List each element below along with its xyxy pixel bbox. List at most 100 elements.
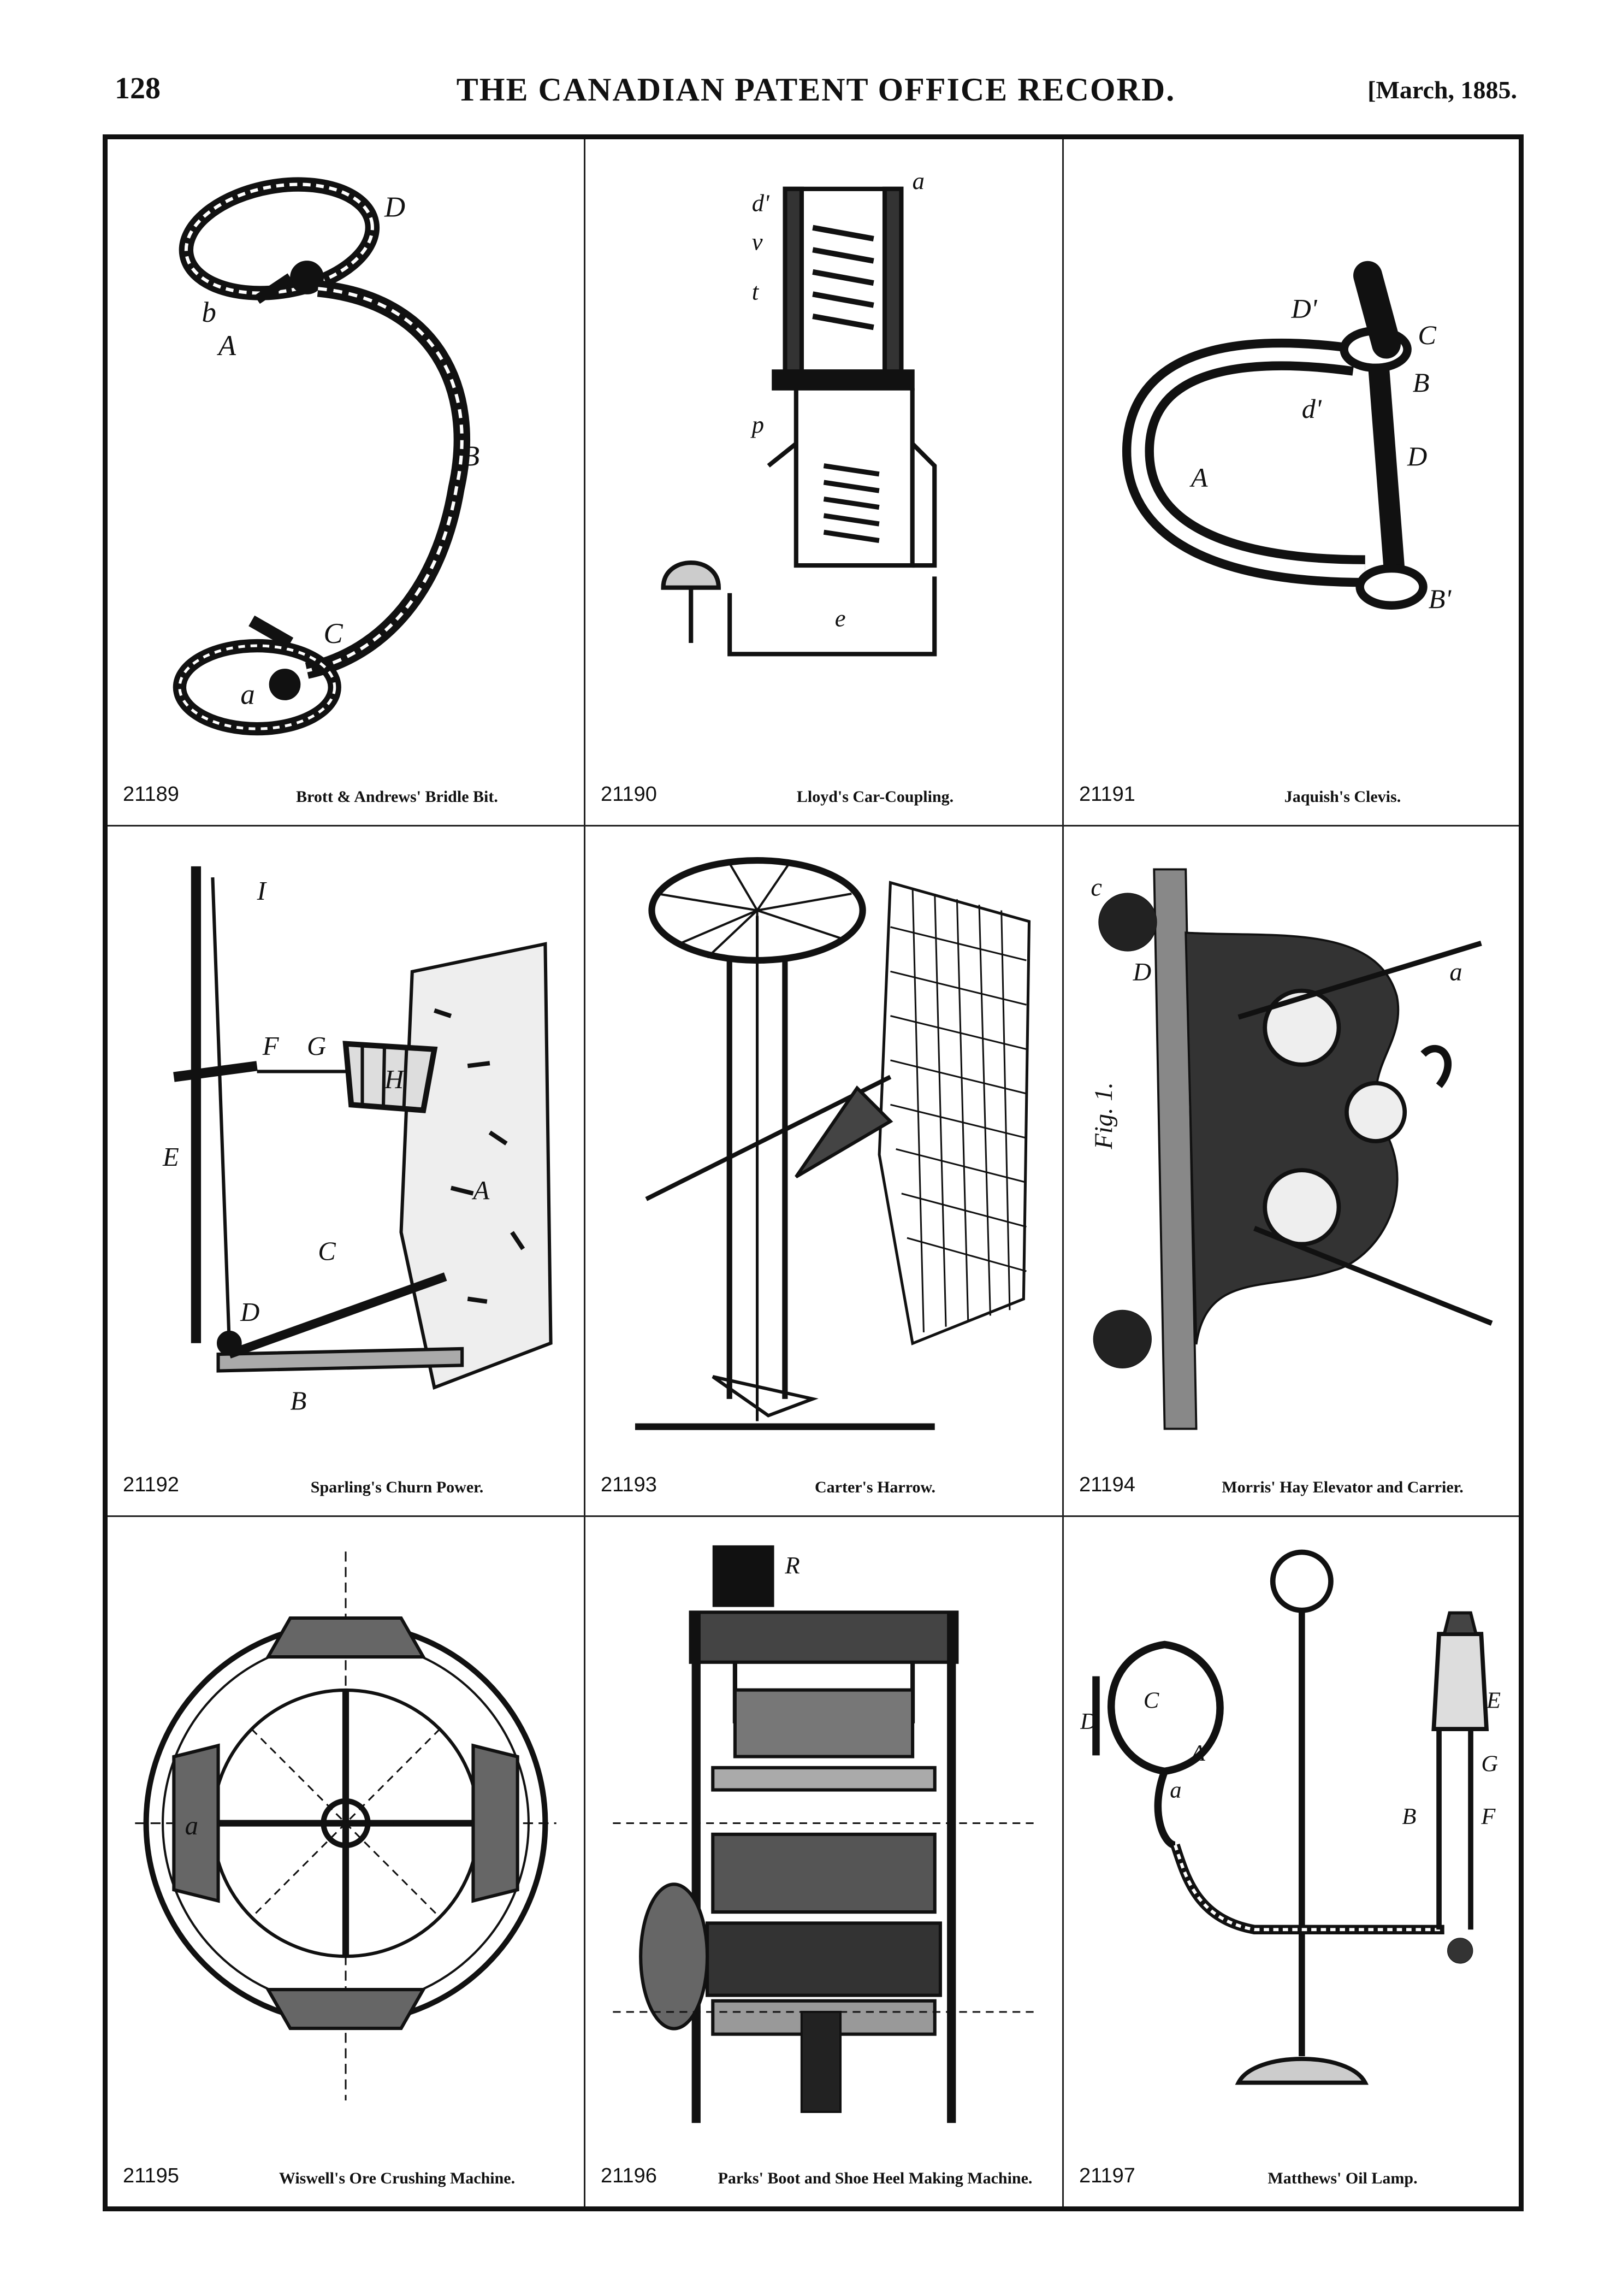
hay-elevator-illustration: Fig. 1. c D a bbox=[1080, 843, 1502, 1455]
figure-label: B bbox=[1402, 1804, 1416, 1829]
figure-label: p bbox=[750, 411, 764, 438]
patent-caption: 21196 Parks' Boot and Shoe Heel Making M… bbox=[601, 2159, 1051, 2188]
patent-caption: 21190 Lloyd's Car-Coupling. bbox=[601, 778, 1051, 806]
figure-label: D bbox=[1080, 1709, 1097, 1734]
figure-label: a bbox=[1170, 1778, 1181, 1803]
figure-label: a bbox=[185, 1811, 198, 1840]
figure-label: F bbox=[262, 1031, 280, 1061]
patent-cell-21197: C D A E G B F a 21197 Matthews' Oil Lamp… bbox=[1064, 1517, 1519, 2206]
clevis-drawing: D' C B A d' D B' bbox=[1122, 261, 1452, 614]
ore-crushing-illustration: a bbox=[124, 1533, 567, 2146]
patent-title: Matthews' Oil Lamp. bbox=[1268, 2169, 1418, 2187]
figure-label: d' bbox=[752, 189, 770, 216]
figure-label: F bbox=[1480, 1804, 1496, 1829]
patent-number: 21193 bbox=[601, 1473, 657, 1496]
patent-title: Brott & Andrews' Bridle Bit. bbox=[296, 788, 498, 806]
ore-crushing-drawing: a bbox=[135, 1551, 556, 2101]
figure-label: A bbox=[1189, 462, 1208, 493]
figure-label: a bbox=[913, 167, 925, 194]
patent-title: Carter's Harrow. bbox=[814, 1478, 936, 1496]
figure-label: B' bbox=[1429, 583, 1452, 614]
car-coupling-drawing: a d' v t p e bbox=[661, 167, 937, 657]
patent-grid: D b A B C a 21189 Brott & Andrews' Bridl… bbox=[108, 139, 1519, 2206]
clevis-illustration: D' C B A d' D B' bbox=[1080, 156, 1502, 765]
patent-number: 21195 bbox=[123, 2164, 179, 2187]
patent-title: Sparling's Churn Power. bbox=[310, 1478, 484, 1496]
patent-number: 21189 bbox=[123, 783, 179, 806]
patent-number: 21197 bbox=[1079, 2164, 1135, 2187]
journal-title: THE CANADIAN PATENT OFFICE RECORD. bbox=[456, 72, 1176, 108]
figure-label: v bbox=[752, 228, 763, 255]
patent-title: Wiswell's Ore Crushing Machine. bbox=[279, 2169, 516, 2187]
patent-cell-21193: 21193 Carter's Harrow. bbox=[585, 827, 1064, 1517]
figure-label: A bbox=[471, 1176, 489, 1205]
patent-title: Parks' Boot and Shoe Heel Making Machine… bbox=[718, 2169, 1033, 2187]
patent-caption: 21191 Jaquish's Clevis. bbox=[1079, 778, 1508, 806]
patent-caption: 21195 Wiswell's Ore Crushing Machine. bbox=[123, 2159, 573, 2188]
figure-label: C bbox=[1144, 1687, 1159, 1713]
churn-power-drawing: I F G H E A C D B bbox=[162, 866, 553, 1416]
figure-label: B bbox=[1413, 367, 1430, 398]
oil-lamp-drawing: C D A E G B F a bbox=[1080, 1549, 1501, 2085]
patent-caption: 21189 Brott & Andrews' Bridle Bit. bbox=[123, 778, 573, 806]
patent-cell-21196: R 21196 Parks' Boot and Shoe Heel Making… bbox=[585, 1517, 1064, 2206]
patent-title: Morris' Hay Elevator and Carrier. bbox=[1222, 1478, 1464, 1496]
patent-cell-21191: D' C B A d' D B' 21191 Jaquish's Clevis. bbox=[1064, 139, 1519, 827]
oil-lamp-illustration: C D A E G B F a bbox=[1080, 1533, 1502, 2146]
figure-label: I bbox=[257, 876, 268, 906]
figure-label: d' bbox=[1302, 393, 1322, 424]
patent-cell-21194: Fig. 1. c D a 21194 Morris' Hay Elevator… bbox=[1064, 827, 1519, 1517]
figure-label: C bbox=[323, 618, 343, 650]
patent-title: Jaquish's Clevis. bbox=[1284, 788, 1401, 806]
figure-label: E bbox=[162, 1142, 179, 1172]
figure-label: Fig. 1. bbox=[1090, 1082, 1118, 1149]
bridle-bit-drawing: D b A B C a bbox=[173, 177, 479, 736]
figure-label: e bbox=[835, 605, 846, 632]
patent-cell-21190: a d' v t p e 21190 Lloyd's Car-Coupling. bbox=[585, 139, 1064, 827]
patent-caption: 21193 Carter's Harrow. bbox=[601, 1468, 1051, 1497]
patent-title: Lloyd's Car-Coupling. bbox=[796, 788, 954, 806]
churn-power-illustration: I F G H E A C D B bbox=[124, 843, 567, 1455]
figure-label: a bbox=[1449, 958, 1462, 986]
patent-number: 21192 bbox=[123, 1473, 179, 1496]
figure-label: E bbox=[1486, 1687, 1501, 1713]
figure-label: t bbox=[752, 278, 760, 305]
figure-label: C bbox=[318, 1237, 336, 1266]
figure-label: D bbox=[384, 192, 405, 223]
figure-label: D bbox=[240, 1297, 259, 1327]
car-coupling-illustration: a d' v t p e bbox=[602, 156, 1046, 765]
patent-number: 21191 bbox=[1079, 783, 1135, 806]
figure-label: B bbox=[462, 441, 479, 473]
figure-label: G bbox=[307, 1031, 326, 1061]
heel-machine-drawing: R bbox=[613, 1545, 1035, 2123]
patent-number: 21196 bbox=[601, 2164, 657, 2187]
figure-label: D' bbox=[1291, 293, 1318, 324]
patent-caption: 21194 Morris' Hay Elevator and Carrier. bbox=[1079, 1468, 1508, 1497]
patent-plate-frame: D b A B C a 21189 Brott & Andrews' Bridl… bbox=[103, 134, 1524, 2211]
patent-cell-21195: a 21195 Wiswell's Ore Crushing Machine. bbox=[108, 1517, 585, 2206]
figure-label: A bbox=[217, 330, 236, 362]
patent-number: 21194 bbox=[1079, 1473, 1135, 1496]
page-number: 128 bbox=[115, 72, 161, 105]
patent-cell-21189: D b A B C a 21189 Brott & Andrews' Bridl… bbox=[108, 139, 585, 827]
figure-label: G bbox=[1481, 1751, 1498, 1776]
harrow-drawing bbox=[635, 857, 1031, 1430]
figure-label: a bbox=[240, 679, 254, 711]
page-header: 128 THE CANADIAN PATENT OFFICE RECORD. [… bbox=[115, 71, 1517, 120]
figure-label: C bbox=[1418, 320, 1436, 350]
figure-label: H bbox=[384, 1065, 405, 1094]
patent-cell-21192: I F G H E A C D B 21192 Sparling's Churn… bbox=[108, 827, 585, 1517]
figure-label: D bbox=[1407, 441, 1427, 471]
patent-caption: 21197 Matthews' Oil Lamp. bbox=[1079, 2159, 1508, 2188]
figure-label: c bbox=[1091, 874, 1102, 902]
issue-date: [March, 1885. bbox=[1367, 76, 1517, 104]
bridle-bit-illustration: D b A B C a bbox=[124, 156, 567, 765]
figure-label: R bbox=[784, 1551, 800, 1579]
patent-number: 21190 bbox=[601, 783, 657, 806]
figure-label: A bbox=[1189, 1740, 1206, 1766]
figure-label: b bbox=[202, 297, 216, 328]
figure-label: B bbox=[291, 1386, 307, 1416]
hay-elevator-drawing: Fig. 1. c D a bbox=[1090, 868, 1493, 1430]
harrow-illustration bbox=[602, 843, 1046, 1455]
figure-label: D bbox=[1133, 958, 1152, 986]
